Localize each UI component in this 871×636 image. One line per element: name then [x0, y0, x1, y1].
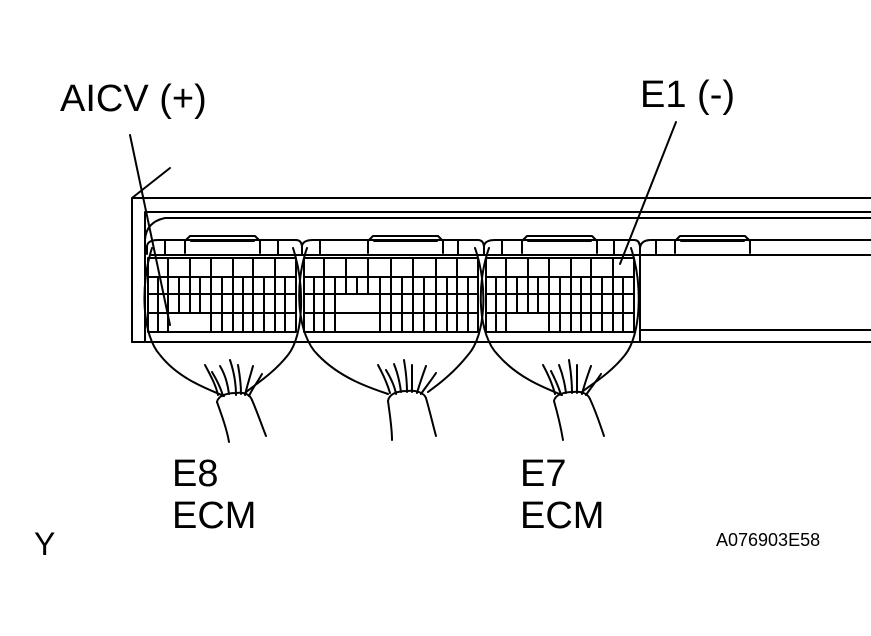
e1-leader-line — [619, 121, 677, 265]
e7-connector-name: ECM — [520, 495, 605, 537]
e8-pin-grid — [147, 257, 297, 333]
e8-connector-name: ECM — [172, 495, 257, 537]
e7-wire-harness — [479, 247, 640, 441]
locking-tabs — [164, 235, 751, 255]
e7-connector-id: E7 — [520, 453, 567, 495]
e8-connector-id: E8 — [172, 453, 219, 495]
aicv-positive-label: AICV (+) — [60, 78, 207, 120]
corner-letter: Y — [34, 526, 56, 562]
figure-code: A076903E58 — [716, 530, 821, 550]
e1-negative-label: E1 (-) — [640, 74, 735, 116]
e7-pin-grid — [485, 257, 635, 333]
connector-header-rail — [146, 239, 871, 343]
aicv-leader-line — [129, 134, 171, 326]
middle-pin-grid — [303, 257, 479, 333]
